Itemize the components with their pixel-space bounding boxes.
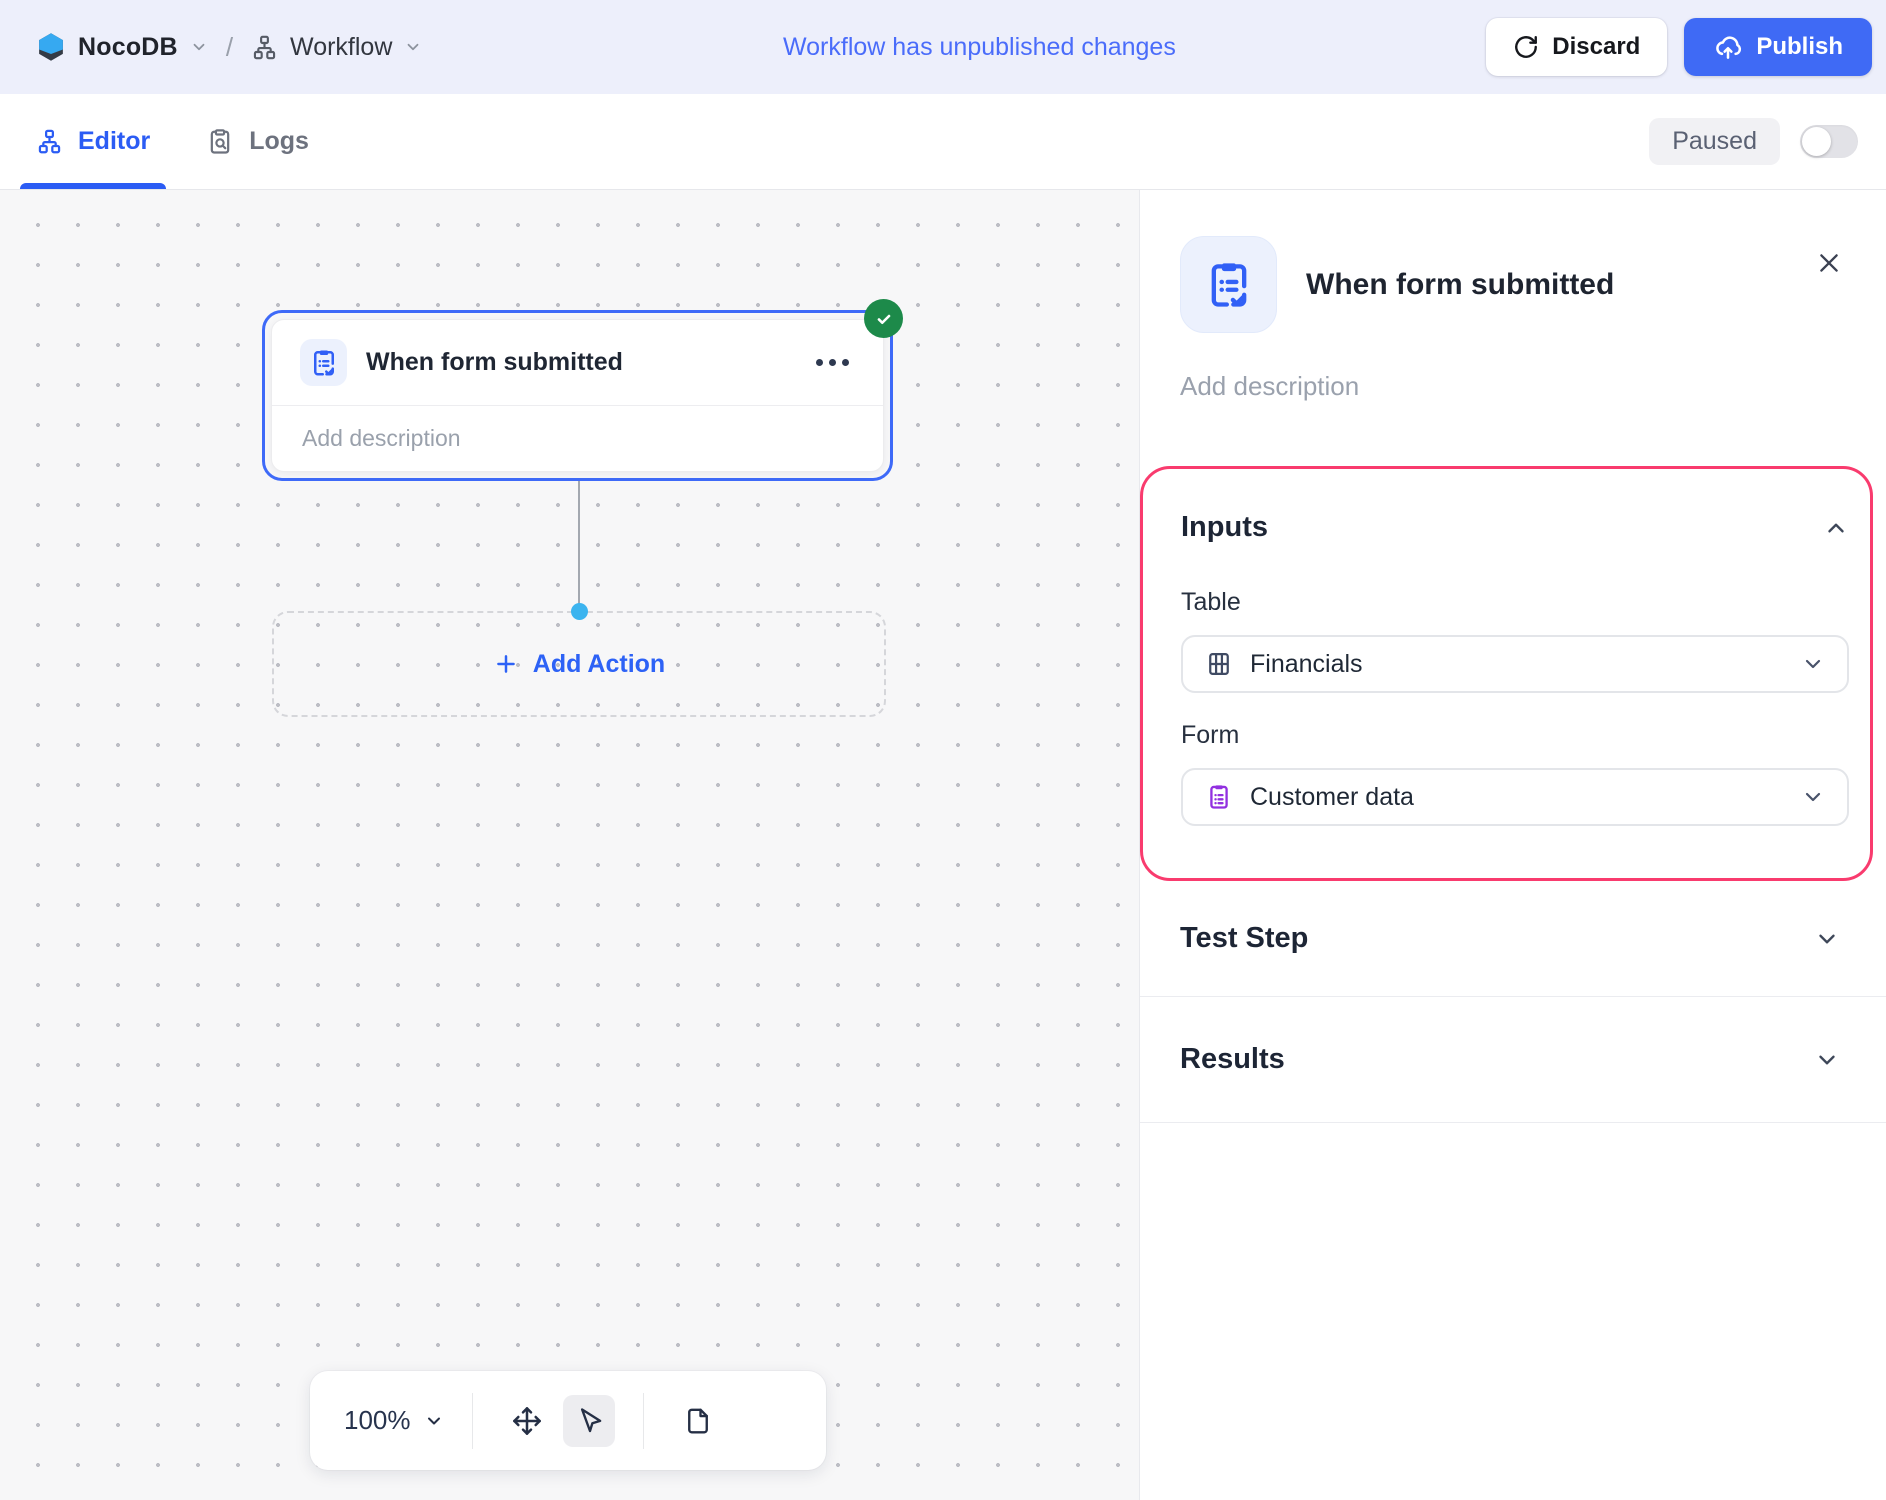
form-clipboard-check-icon	[1180, 236, 1277, 333]
tab-bar: Editor Logs Paused	[0, 94, 1886, 190]
node-title: When form submitted	[366, 348, 623, 376]
form-clipboard-check-icon	[300, 339, 347, 386]
node-connector-line	[578, 481, 580, 611]
form-clipboard-icon	[1205, 783, 1233, 811]
add-action-button[interactable]: Add Action	[272, 611, 886, 717]
table-select-value: Financials	[1250, 649, 1363, 678]
test-step-section-header[interactable]: Test Step	[1140, 881, 1886, 997]
table-grid-icon	[1205, 650, 1233, 678]
test-step-title: Test Step	[1180, 922, 1309, 954]
node-description-placeholder[interactable]: Add description	[302, 425, 461, 451]
chevron-up-icon	[1823, 515, 1849, 541]
top-bar: NocoDB / Workflow Workflow has unpublish…	[0, 0, 1886, 94]
chevron-down-icon	[404, 38, 422, 56]
discard-label: Discard	[1552, 33, 1641, 60]
panel-title: When form submitted	[1306, 267, 1615, 301]
toolbar-divider	[471, 1392, 473, 1449]
brand-name: NocoDB	[78, 32, 178, 61]
results-title: Results	[1180, 1043, 1285, 1075]
tab-editor[interactable]: Editor	[19, 94, 167, 189]
form-select-value: Customer data	[1250, 782, 1414, 811]
zoom-level-value: 100%	[344, 1405, 411, 1435]
refresh-icon	[1513, 34, 1539, 60]
form-field-label: Form	[1181, 721, 1240, 749]
inputs-section-highlighted: Inputs Table Financials Form	[1140, 466, 1873, 881]
brand-menu[interactable]: NocoDB	[36, 32, 208, 62]
inputs-title: Inputs	[1181, 511, 1268, 543]
paused-label: Paused	[1649, 118, 1780, 165]
tab-logs-label: Logs	[249, 127, 309, 155]
notes-file-tool[interactable]	[672, 1395, 724, 1447]
chevron-down-icon	[1801, 652, 1825, 676]
table-field-label: Table	[1181, 588, 1241, 616]
node-config-panel: When form submitted Add description Inpu…	[1139, 190, 1886, 1500]
publish-label: Publish	[1756, 33, 1843, 60]
chevron-down-icon	[1814, 926, 1840, 952]
workflow-canvas[interactable]: When form submitted Add description Add …	[0, 190, 1139, 1500]
chevron-down-icon	[190, 38, 208, 56]
node-divider	[272, 405, 883, 406]
tab-editor-label: Editor	[78, 127, 151, 155]
chevron-down-icon	[1801, 785, 1825, 809]
tab-logs[interactable]: Logs	[206, 94, 309, 189]
plus-icon	[493, 651, 519, 677]
chevron-down-icon	[1814, 1047, 1840, 1073]
close-panel-icon[interactable]	[1814, 248, 1844, 278]
select-cursor-tool[interactable]	[562, 1394, 615, 1447]
inputs-section-header[interactable]: Inputs	[1181, 511, 1849, 544]
workflow-name: Workflow	[290, 32, 393, 61]
discard-button[interactable]: Discard	[1486, 18, 1668, 76]
add-action-label: Add Action	[532, 649, 666, 678]
success-check-badge	[864, 299, 903, 338]
panel-description-placeholder[interactable]: Add description	[1180, 371, 1360, 401]
cloud-upload-icon	[1713, 32, 1743, 62]
breadcrumb-separator: /	[225, 31, 234, 62]
workflow-menu[interactable]: Workflow	[251, 33, 422, 62]
trigger-node[interactable]: When form submitted Add description	[262, 299, 903, 481]
canvas-toolbar: 100%	[310, 1371, 826, 1470]
clipboard-search-icon	[206, 128, 234, 156]
toolbar-divider	[642, 1392, 644, 1449]
zoom-level-dropdown[interactable]: 100%	[344, 1405, 444, 1436]
form-select[interactable]: Customer data	[1181, 768, 1849, 826]
table-select[interactable]: Financials	[1181, 635, 1849, 693]
chevron-down-icon	[424, 1411, 444, 1431]
workflow-hierarchy-icon	[251, 34, 278, 61]
results-section-header[interactable]: Results	[1140, 997, 1886, 1123]
workflow-hierarchy-icon	[36, 128, 63, 155]
pan-move-tool[interactable]	[501, 1395, 553, 1447]
toggle-knob	[1802, 127, 1831, 156]
publish-button[interactable]: Publish	[1684, 18, 1872, 76]
paused-toggle[interactable]	[1800, 125, 1858, 158]
node-more-menu[interactable]	[812, 351, 853, 374]
nocodb-logo-icon	[36, 32, 66, 62]
connector-handle[interactable]	[571, 603, 588, 620]
unpublished-changes-banner: Workflow has unpublished changes	[783, 32, 1176, 61]
